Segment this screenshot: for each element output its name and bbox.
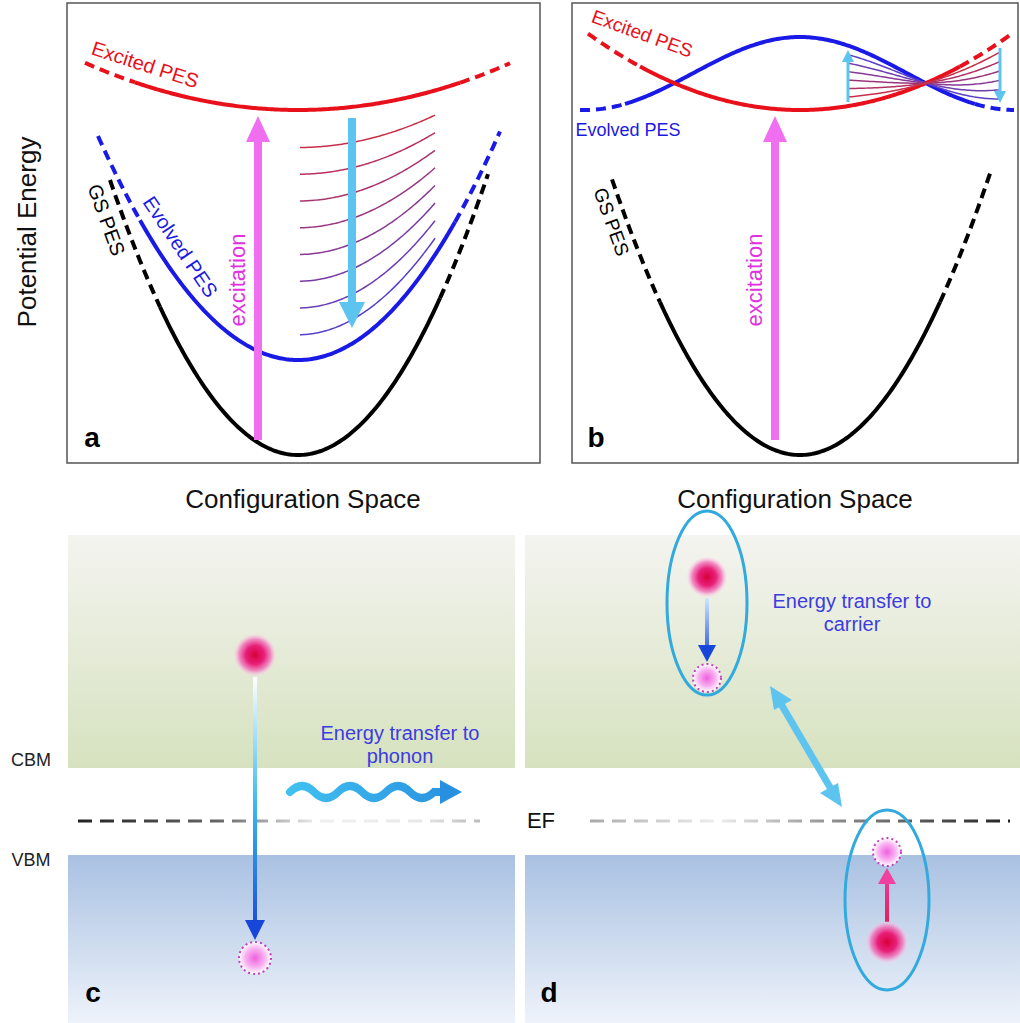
band-edge-label: VBM (11, 850, 50, 871)
arrow-label: excitation (225, 234, 250, 327)
arrow-head (698, 645, 716, 662)
relaxation-path (300, 203, 435, 281)
arrow-head (842, 50, 854, 62)
arrow-head (440, 780, 462, 804)
arrow-head (339, 302, 365, 328)
fermi-level (78, 820, 480, 823)
hole (873, 838, 901, 866)
hole (693, 664, 721, 692)
valence-band (525, 855, 1020, 1023)
relaxation-path (848, 61, 1000, 88)
arrow-head (820, 783, 842, 807)
curve-label: Evolved PES (575, 120, 680, 141)
relaxation-path (848, 71, 1000, 83)
arrow-label: excitation (742, 234, 767, 327)
excited-curve (640, 66, 960, 110)
curve-label: Evolved PES (138, 192, 222, 302)
energy-transfer-arrow (781, 704, 831, 789)
axis-title: Configuration Space (185, 485, 421, 515)
phonon-arrow (290, 786, 444, 798)
fermi-label: EF (527, 808, 555, 833)
ground-state-curve (940, 173, 990, 302)
process-label: Energy transfer to carrier (765, 590, 940, 636)
pair-ellipse (845, 810, 929, 990)
relaxation-path (848, 63, 1000, 91)
panel-letter: c (85, 977, 101, 1009)
conduction-band (68, 535, 515, 768)
relaxation-path (300, 133, 435, 175)
conduction-band (525, 535, 1020, 768)
arrow-head (878, 868, 896, 884)
panel-letter: b (587, 422, 604, 454)
valence-band (68, 855, 515, 1023)
panel-letter: a (84, 422, 100, 454)
excitation-arrow (885, 882, 889, 922)
electron (866, 921, 908, 963)
arrow-head (763, 116, 787, 142)
band-edge-label: CBM (11, 750, 51, 771)
electron (687, 557, 727, 597)
process-label: Energy transfer to phonon (300, 722, 500, 768)
relaxation-path (300, 168, 435, 228)
evolved-curve (580, 104, 625, 110)
panel-letter: d (540, 977, 557, 1009)
curve-label: Excited PES (89, 37, 202, 93)
relaxation-arrow (705, 598, 709, 648)
excited-curve (960, 32, 1014, 66)
relaxation-arrow (348, 118, 356, 307)
evolved-curve (975, 104, 1014, 110)
excitation-arrow (254, 137, 262, 440)
axis-title: Potential Energy (13, 137, 43, 328)
axis-title: Configuration Space (677, 485, 913, 515)
arrow-head (994, 91, 1006, 103)
pair-ellipse (667, 511, 747, 695)
relaxation-path (300, 238, 435, 334)
arrow-head (246, 116, 270, 142)
relaxation-path (848, 55, 1000, 99)
panel-frame (572, 3, 1018, 463)
ground-state-curve (660, 302, 940, 455)
electron (234, 634, 276, 676)
relaxation-arrow (847, 60, 850, 102)
panel-frame (67, 3, 540, 463)
relaxation-path (848, 52, 1000, 97)
relaxation-arrow (999, 48, 1002, 93)
curve-label: GS PES (82, 181, 129, 259)
excited-curve (460, 63, 510, 82)
arrow-head (245, 920, 265, 940)
excitation-arrow (771, 137, 779, 440)
fermi-level (590, 820, 1010, 823)
relaxation-path (300, 115, 435, 147)
relaxation-path (300, 150, 435, 201)
arrow-head (770, 686, 792, 710)
evolved-curve (455, 131, 500, 221)
curve-label: GS PES (589, 185, 634, 259)
relaxation-arrow (253, 677, 257, 925)
curve-label: Excited PES (589, 6, 696, 63)
hole (239, 942, 271, 974)
ground-state-curve (160, 298, 440, 455)
